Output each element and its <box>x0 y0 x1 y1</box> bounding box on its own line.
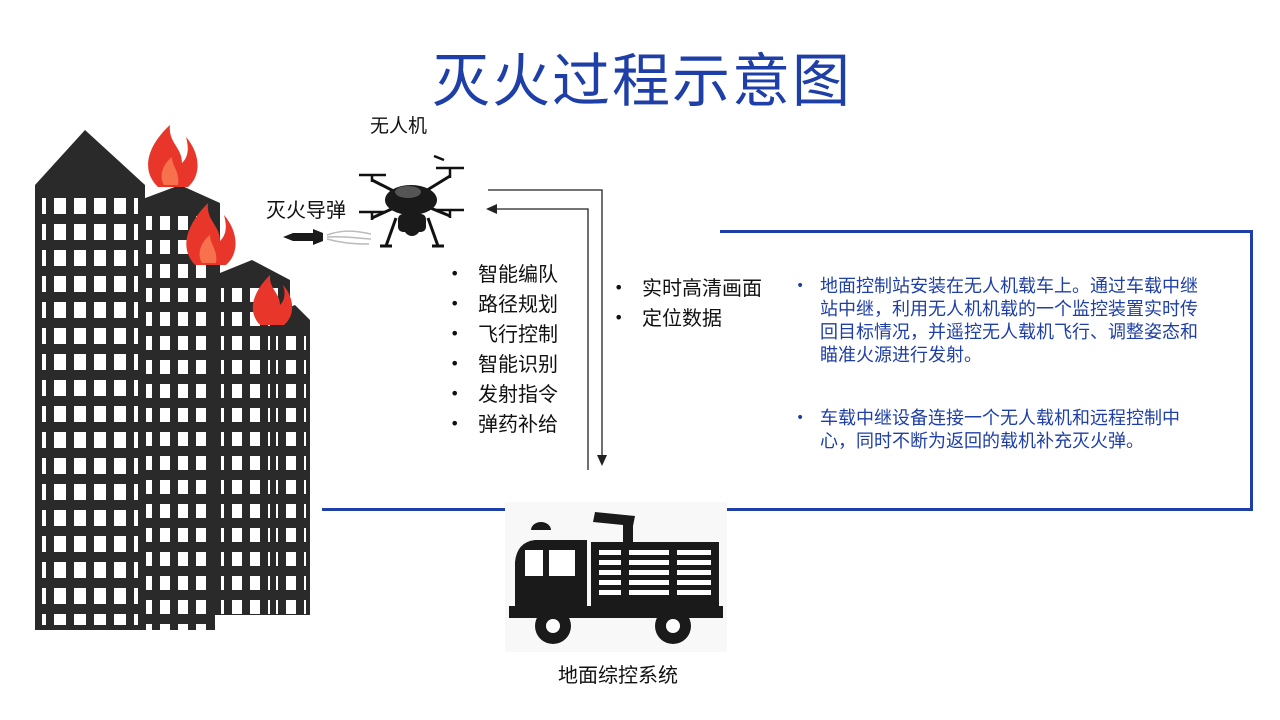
drone-label: 无人机 <box>370 115 428 137</box>
burning-building-icon <box>30 125 330 685</box>
data-link-arrows <box>486 189 607 470</box>
list-item: 发射指令 <box>448 379 558 409</box>
list-item: 智能编队 <box>448 259 558 289</box>
info-frame <box>322 230 1253 511</box>
uplink-list: 智能编队 路径规划 飞行控制 智能识别 发射指令 弹药补给 <box>448 259 558 439</box>
description-list: 地面控制站安装在无人机载车上。通过车载中继站中继，利用无人机机载的一个监控装置实… <box>794 275 1212 453</box>
list-item: 定位数据 <box>612 303 762 333</box>
missile-icon <box>283 229 372 245</box>
info-frame-top <box>720 230 1253 233</box>
list-item: 弹药补给 <box>448 409 558 439</box>
description-item: 车载中继设备连接一个无人载机和远程控制中心，同时不断为返回的载机补充灭火弹。 <box>794 407 1212 453</box>
list-item: 飞行控制 <box>448 319 558 349</box>
fire-truck-icon <box>505 502 727 652</box>
downlink-list: 实时高清画面 定位数据 <box>612 273 762 333</box>
missile-label: 灭火导弹 <box>266 198 346 222</box>
list-item: 路径规划 <box>448 289 558 319</box>
page-title: 灭火过程示意图 <box>432 47 853 115</box>
description-item: 地面控制站安装在无人机载车上。通过车载中继站中继，利用无人机机载的一个监控装置实… <box>794 275 1212 367</box>
list-item: 智能识别 <box>448 349 558 379</box>
list-item: 实时高清画面 <box>612 273 762 303</box>
drone-icon <box>359 154 464 248</box>
ground-system-label: 地面综控系统 <box>558 663 678 687</box>
